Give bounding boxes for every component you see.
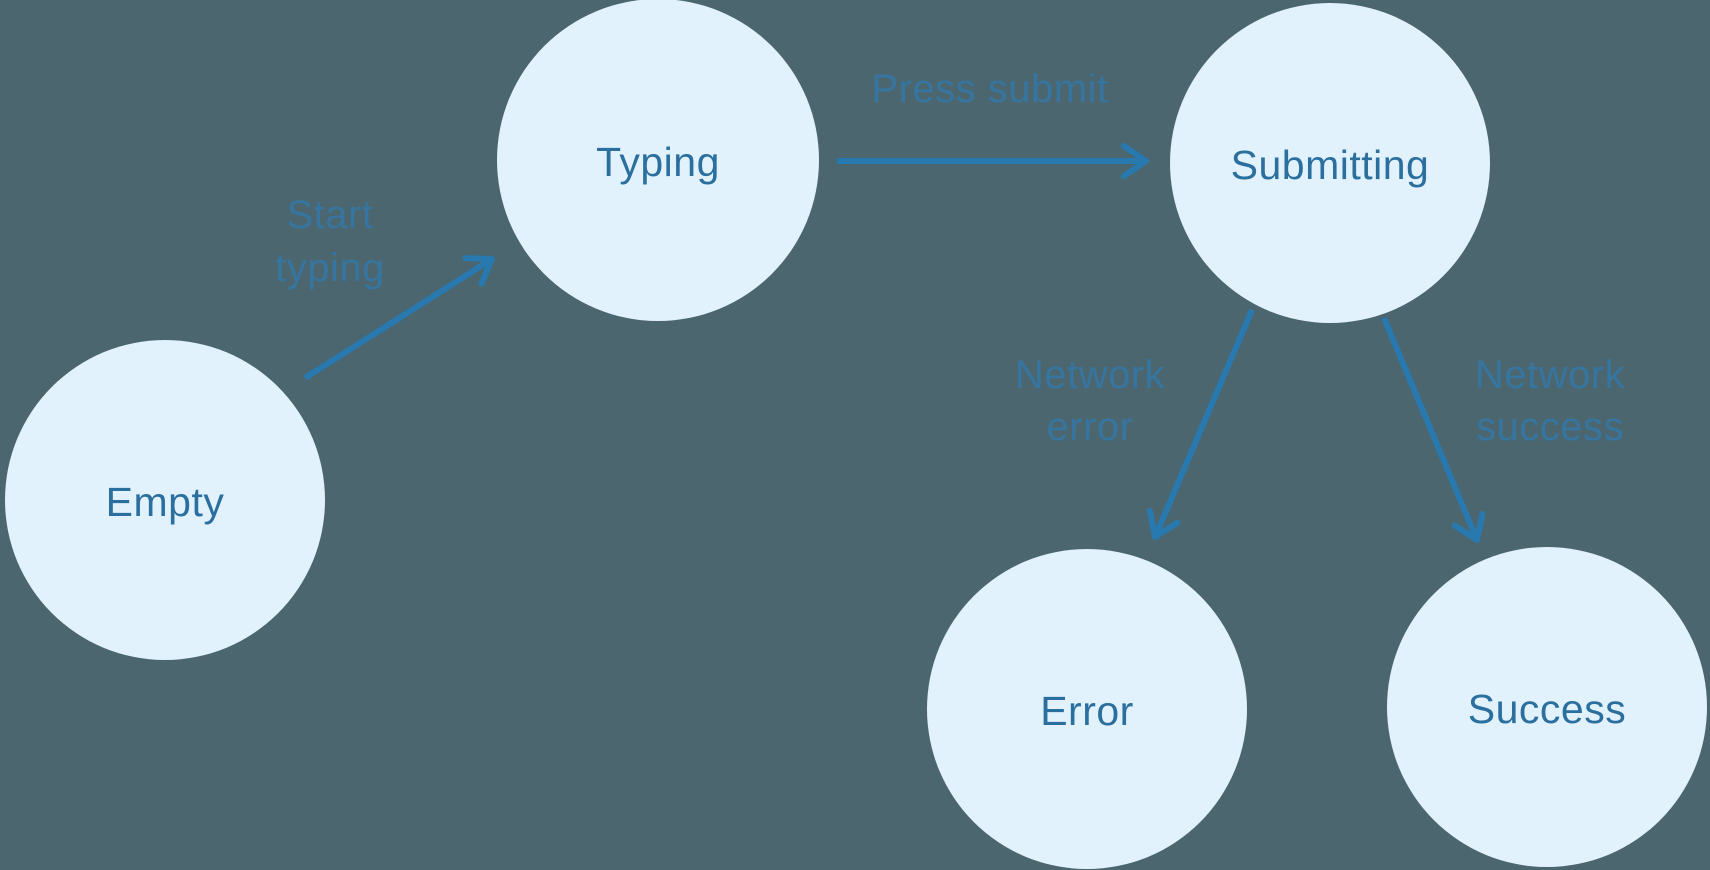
state-circle-empty xyxy=(5,340,325,660)
arrow-submitting-success xyxy=(1381,316,1486,543)
arrow-submitting-error xyxy=(1146,308,1255,540)
state-circle-submitting xyxy=(1170,3,1490,323)
state-label-typing: Typing xyxy=(596,139,720,185)
state-circle-error xyxy=(927,549,1247,869)
transition-label-press-submit: Press submit xyxy=(871,67,1108,111)
transition-label-network-success-line2: success xyxy=(1476,405,1624,449)
transition-label-start-typing-line2: typing xyxy=(275,246,385,290)
transition-submitting-error: Network error xyxy=(1015,308,1255,540)
state-label-error: Error xyxy=(1040,688,1134,734)
arrow-empty-typing xyxy=(303,255,495,381)
state-node-error: Error xyxy=(927,549,1247,869)
state-node-typing: Typing xyxy=(497,0,819,321)
transition-typing-submitting: Press submit xyxy=(837,67,1149,179)
transition-label-network-success-line1: Network xyxy=(1475,353,1626,397)
transition-label-network-error-line1: Network xyxy=(1015,353,1166,397)
state-circle-success xyxy=(1387,547,1707,867)
transition-label-network-error-line2: error xyxy=(1047,405,1134,449)
state-label-success: Success xyxy=(1468,686,1626,732)
transition-empty-typing: Start typing xyxy=(275,193,495,381)
state-label-submitting: Submitting xyxy=(1231,142,1430,188)
transition-label-start-typing-line1: Start xyxy=(287,193,374,237)
transition-submitting-success: Network success xyxy=(1381,316,1626,543)
state-node-empty: Empty xyxy=(5,340,325,660)
state-node-success: Success xyxy=(1387,547,1707,867)
state-circle-typing xyxy=(497,0,819,321)
state-label-empty: Empty xyxy=(106,479,225,525)
state-node-submitting: Submitting xyxy=(1170,3,1490,323)
